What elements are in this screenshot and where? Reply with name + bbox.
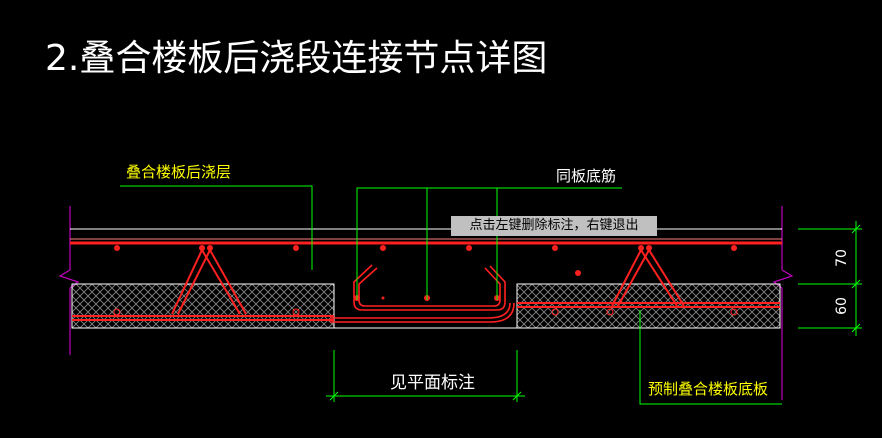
label-precast-bottom: 预制叠合楼板底板 <box>648 380 768 398</box>
drawing-title: 2.叠合楼板后浇段连接节点详图 <box>45 38 547 79</box>
left-precast-panel <box>71 283 335 329</box>
leader-lines <box>120 185 782 405</box>
dimension-60: 60 <box>834 297 850 315</box>
left-truss <box>171 247 247 315</box>
bottom-rebar <box>72 302 780 321</box>
right-dimension <box>798 221 862 336</box>
dimension-70: 70 <box>834 249 850 267</box>
label-see-plan: 见平面标注 <box>390 373 475 393</box>
label-pour-layer: 叠合楼板后浇层 <box>126 163 231 181</box>
bottom-rebar-dots <box>113 308 738 316</box>
bottom-dimension <box>326 350 525 402</box>
label-same-bottom-rebar: 同板底筋 <box>556 167 616 185</box>
top-rebar <box>70 238 782 245</box>
right-truss <box>611 248 685 307</box>
joint-loop-rebar <box>330 264 515 323</box>
tooltip-delete-annotation: 点击左键删除标注，右键退出 <box>451 216 657 236</box>
left-break-line <box>58 206 80 355</box>
top-rebar-dots <box>114 245 737 276</box>
